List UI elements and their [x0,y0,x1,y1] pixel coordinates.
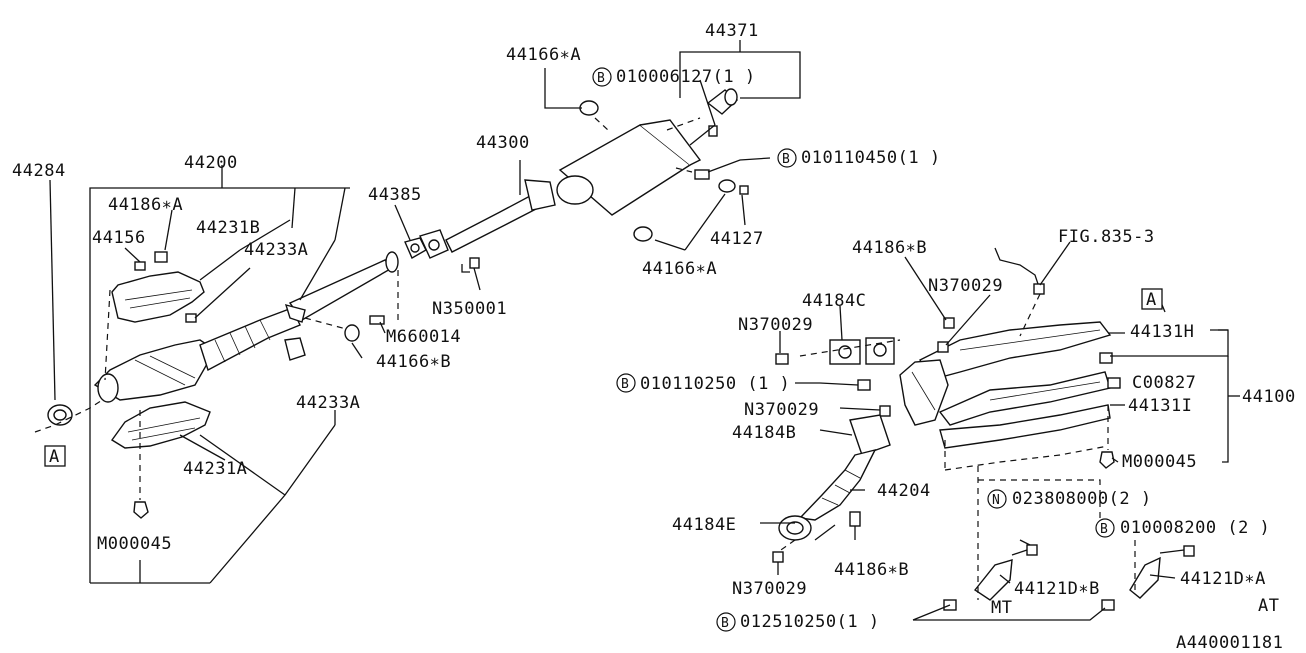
gasket-44385 [394,204,427,259]
label-fig835: FIG.835-3 [1058,227,1155,247]
label-44231b: 44231B [196,218,260,238]
center-pipe-and-muffler [419,88,749,273]
bolt-icon-1: B [597,71,605,86]
label-n370029-top: N370029 [928,276,1003,296]
label-n370029-low: N370029 [744,400,819,420]
label-n370029-bottom: N370029 [732,579,807,599]
front-pipe-44204 [772,414,891,563]
label-44156: 44156 [92,228,146,248]
section-marker-right-text: A [1146,290,1157,310]
label-44184c: 44184C [802,291,866,311]
label-44166b: 44166∗B [376,352,451,372]
label-b010110250: 010110250 (1 ) [640,374,790,394]
footer-code: A440001181 [1176,633,1283,653]
label-m660014: M660014 [386,327,461,347]
bolt-icon-2: B [782,152,790,167]
label-c00827: C00827 [1132,373,1196,393]
label-44127: 44127 [710,229,764,249]
label-44166a-top: 44166∗A [506,45,581,65]
label-n350001: N350001 [432,299,507,319]
section-marker-left: A [44,445,66,467]
label-mt: MT [991,598,1012,618]
label-44184e: 44184E [672,515,736,535]
label-44371: 44371 [705,21,759,41]
label-b010110450: 010110450(1 ) [801,148,941,168]
label-44300: 44300 [476,133,530,153]
label-44284: 44284 [12,161,66,181]
label-44121d-b: 44121D∗B [1014,579,1100,599]
label-44184b: 44184B [732,423,796,443]
label-44204: 44204 [877,481,931,501]
label-44186a-left: 44186∗A [108,195,183,215]
bracket-44371 [679,40,801,99]
label-m000045-right: M000045 [1122,452,1197,472]
label-b010006127: 010006127(1 ) [616,67,756,87]
label-44131i: 44131I [1128,396,1192,416]
label-44233a-bottom: 44233A [296,393,360,413]
leader-lines [124,68,1176,621]
label-44233a-top: 44233A [244,240,308,260]
bolt-icon-3: B [621,377,629,392]
label-44186b-bottom: 44186∗B [834,560,909,580]
label-44200: 44200 [184,153,238,173]
label-44385: 44385 [368,185,422,205]
label-m000045-left: M000045 [97,534,172,554]
label-44186b-top: 44186∗B [852,238,927,258]
group-44200-bracket [89,165,350,584]
label-44121d-a: 44121D∗A [1180,569,1266,589]
section-marker-right: A [1141,288,1163,310]
part-labels: 44284 44200 44186∗A 44231B 44156 44233A … [12,21,1296,653]
label-b010008200: 010008200 (2 ) [1120,518,1270,538]
label-b012510250: 012510250(1 ) [740,612,880,632]
label-44100: 44100 [1242,387,1296,407]
label-44231a: 44231A [183,459,247,479]
label-n370029-mid: N370029 [738,315,813,335]
section-marker-left-text: A [49,447,60,467]
label-at: AT [1258,596,1279,616]
front-converter-assembly [93,251,399,519]
nut-icon-1: N [992,493,1000,508]
label-44131h: 44131H [1130,322,1194,342]
circled-prefixes: B B B N B B [592,67,1115,632]
gasket-44284 [34,179,111,433]
bolt-icon-4: B [1100,522,1108,537]
label-44166a-mid: 44166∗A [642,259,717,279]
exhaust-manifold-44100 [775,247,1240,472]
label-n023808000: 023808000(2 ) [1012,489,1152,509]
bolt-icon-5: B [721,616,729,631]
